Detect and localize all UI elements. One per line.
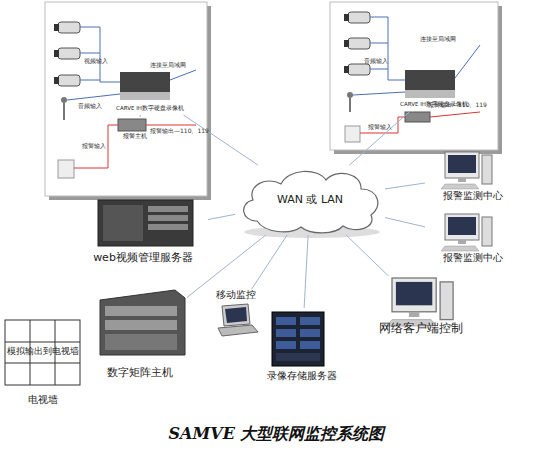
network-link bbox=[208, 214, 235, 219]
node-label: 数字矩阵主机 bbox=[92, 367, 187, 379]
node-label: 报警监测中心 bbox=[425, 190, 520, 201]
network-link bbox=[139, 115, 141, 117]
network-link bbox=[304, 235, 308, 308]
callout-label: 报警输出—110、119 bbox=[428, 102, 487, 109]
storage-server: 录像存储服务器 bbox=[258, 308, 346, 386]
node-label: 模拟输出到电视墙 bbox=[2, 347, 84, 357]
diagram-caption: SAMVE 大型联网监控系统图 bbox=[0, 424, 553, 445]
node-label: 网络客户端控制 bbox=[368, 322, 473, 335]
callout-label: 报警输出—110、119 bbox=[150, 128, 209, 135]
node-label: WAN 或 LAN bbox=[235, 194, 385, 206]
node-label: 电视墙 bbox=[2, 394, 84, 405]
network-link bbox=[187, 235, 266, 297]
web-server: web视频管理服务器 bbox=[78, 198, 208, 266]
callout-label: 音频输入 bbox=[364, 58, 388, 65]
alarm-center: 报警监测中心 bbox=[425, 150, 520, 202]
node-label: 录像存储服务器 bbox=[258, 370, 346, 381]
callout-label: 报警输入 bbox=[368, 124, 392, 131]
callout-label: 连接至局域网 bbox=[150, 62, 186, 69]
callout-label: 视频输入 bbox=[84, 58, 108, 65]
callout-label: 连接至局域网 bbox=[420, 36, 456, 43]
node-label: CARVE IH数字硬盘录像机 bbox=[112, 105, 188, 111]
client-pc: 网络客户端控制 bbox=[368, 276, 473, 338]
mobile-laptop: 移动监控 bbox=[210, 289, 262, 337]
network-link bbox=[349, 112, 409, 165]
network-cloud: WAN 或 LAN bbox=[235, 165, 385, 235]
node-label: 移动监控 bbox=[210, 289, 262, 300]
tv-wall: 模拟输出到电视墙电视墙 bbox=[2, 318, 84, 408]
network-link bbox=[252, 235, 287, 289]
network-link bbox=[183, 115, 257, 165]
node-label: 报警监测中心 bbox=[425, 252, 520, 263]
network-link bbox=[385, 218, 425, 227]
alarm-center: 报警监测中心 bbox=[425, 212, 520, 264]
network-link bbox=[385, 183, 425, 189]
callout-label: 音频输入 bbox=[78, 103, 102, 110]
network-link bbox=[346, 235, 388, 276]
callout-label: 报警输入 bbox=[82, 143, 106, 150]
node-label: web视频管理服务器 bbox=[78, 252, 208, 264]
dvr-device: CARVE IH数字硬盘录像机 bbox=[112, 70, 188, 115]
matrix-host: 数字矩阵主机 bbox=[92, 285, 187, 385]
